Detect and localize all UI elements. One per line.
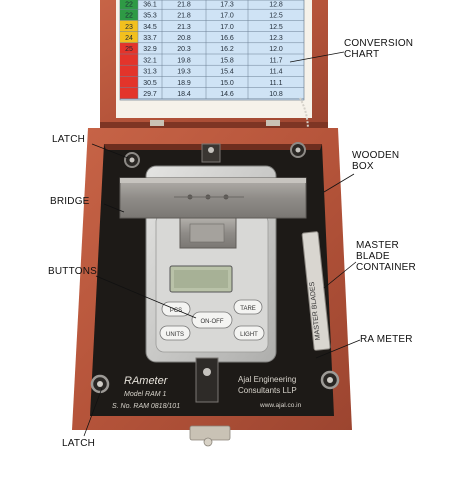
hinge-plate — [150, 120, 164, 126]
chart-cell: 34.5 — [143, 24, 157, 31]
chart-cell: 16.2 — [220, 46, 234, 53]
chart-cell: 18.9 — [177, 80, 191, 87]
chart-band — [120, 76, 138, 88]
chart-cell: 17.0 — [220, 13, 234, 20]
tare-button[interactable] — [233, 299, 263, 315]
chart-cell: 15.0 — [220, 80, 234, 87]
lid-chain — [299, 97, 309, 151]
front-latch — [189, 425, 231, 441]
chart-cell: 19.3 — [177, 69, 191, 76]
chart-cell: 25 — [125, 46, 133, 53]
latch-screw — [124, 152, 140, 168]
callout-wooden-box: WOODEN BOX — [352, 150, 400, 172]
light-label: LIGHT — [240, 332, 258, 338]
maker-line1: Ajal Engineering — [238, 375, 296, 384]
bridge — [119, 177, 307, 249]
chart-cell: 17.3 — [220, 1, 234, 8]
panel-text: RAmeter Model RAM 1 S. No. RAM 0818/101 … — [112, 375, 302, 410]
chart-cell: 14.6 — [220, 91, 234, 98]
hinge-plate — [266, 120, 280, 126]
chart-cell: 11.7 — [269, 57, 282, 64]
callout-lines — [83, 51, 361, 437]
callout-conversion-chart: CONVERSION CHART — [344, 38, 414, 60]
chart-cell: 21.8 — [177, 13, 191, 20]
model-text: Model RAM 1 — [124, 391, 167, 398]
chart-cell: 11.4 — [269, 69, 282, 76]
on-off-button[interactable] — [191, 311, 233, 329]
pcs-label: PCS — [170, 308, 182, 314]
latch-screw — [320, 370, 340, 390]
chart-cell: 10.8 — [269, 91, 283, 98]
chart-cell: 12.8 — [269, 1, 283, 8]
chart-cell: 29.7 — [143, 91, 157, 98]
bottom-clamp — [195, 357, 219, 403]
chart-cell: 12.5 — [269, 24, 283, 31]
chart-cell: 12.5 — [269, 13, 283, 20]
chart-cell: 32.9 — [143, 46, 157, 53]
latch-screw — [290, 142, 306, 158]
chart-cell: 31.3 — [143, 69, 157, 76]
website-text: www.ajal.co.in — [259, 402, 302, 409]
chart-cell: 19.8 — [177, 57, 191, 64]
chart-cell: 22 — [125, 1, 133, 8]
chart-band — [120, 54, 138, 66]
serial-text: S. No. RAM 0818/101 — [112, 403, 180, 410]
product-name: RAmeter — [124, 375, 169, 387]
chart-cell: 21.8 — [177, 1, 191, 8]
chart-cell: 16.6 — [220, 35, 234, 42]
chart-cell: 15.8 — [220, 57, 234, 64]
callout-ra-meter: RA METER — [360, 334, 413, 345]
chart-cell: 12.3 — [269, 35, 283, 42]
tare-label: TARE — [240, 306, 256, 312]
chart-cell: 35.3 — [143, 13, 157, 20]
chart-cell: 15.4 — [220, 69, 234, 76]
chart-band — [120, 87, 138, 99]
chart-cell: 23 — [125, 24, 133, 31]
chart-cell: 33.7 — [143, 35, 157, 42]
callout-bridge: BRIDGE — [50, 196, 90, 207]
light-button[interactable] — [233, 325, 265, 341]
chart-cell: 36.1 — [143, 1, 157, 8]
on-off-label: ON-OFF — [201, 319, 224, 325]
chart-cell: 20.3 — [177, 46, 191, 53]
hinge — [100, 122, 328, 130]
callout-master-blade-container: MASTER BLADE CONTAINER — [356, 240, 416, 273]
chart-band — [120, 42, 138, 54]
units-label: UNITS — [166, 332, 184, 338]
chart-band — [120, 20, 138, 32]
chart-cell: 20.8 — [177, 35, 191, 42]
chart-cell: 17.0 — [220, 24, 234, 31]
chart-cell: 18.4 — [177, 91, 191, 98]
chart-band — [120, 9, 138, 21]
chart-band — [120, 31, 138, 43]
chart-cell: 24 — [125, 35, 133, 42]
chart-band — [120, 0, 138, 10]
chart-cell: 32.1 — [143, 57, 157, 64]
callout-latch-bottom: LATCH — [62, 438, 96, 449]
units-button[interactable] — [159, 325, 191, 341]
chart-cell: 22 — [125, 13, 133, 20]
maker-line2: Consultants LLP — [238, 386, 297, 395]
chart-cell: 30.5 — [143, 80, 157, 87]
chart-cell: 11.1 — [269, 80, 282, 87]
chart-cell: 21.3 — [177, 24, 191, 31]
callout-latch-top: LATCH — [52, 134, 86, 145]
latch-screw — [90, 374, 110, 394]
chart-band — [120, 65, 138, 77]
chart-cell: 12.0 — [269, 46, 283, 53]
scale-buttons: PCS TARE ON-OFF UNITS LIGHT — [159, 299, 265, 341]
master-blade-container: MASTER BLADES — [301, 231, 331, 351]
conversion-chart: 22 36.1 21.8 17.3 12.8 22 35.3 21.8 17.0 12.5 23 34… — [119, 0, 305, 101]
callout-buttons: BUTTONS — [48, 266, 97, 277]
